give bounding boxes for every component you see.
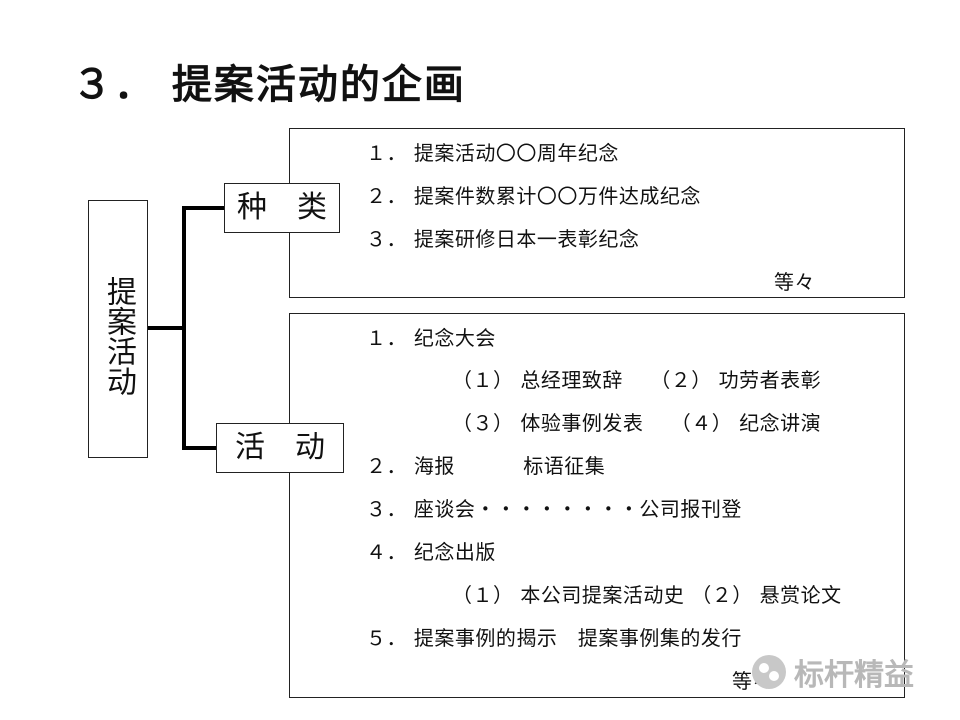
root-node-label: 提案活动	[101, 276, 136, 396]
connector-activities-branch	[182, 446, 218, 450]
activities-item: ２． 海报 标语征集	[366, 454, 606, 478]
types-item: ２． 提案件数累计〇〇万件达成纪念	[366, 184, 701, 208]
types-label-box: 种 类	[224, 183, 340, 233]
activities-content-box	[289, 313, 905, 698]
wechat-icon	[752, 655, 786, 689]
watermark-text: 标杆精益	[794, 658, 914, 693]
types-footer: 等々	[774, 270, 815, 294]
activities-label-box: 活 动	[216, 423, 344, 473]
types-item: １． 提案活动〇〇周年纪念	[366, 141, 619, 165]
activities-item: ５． 提案事例的揭示 提案事例集的发行	[366, 626, 742, 650]
activities-subitem: （１） 本公司提案活动史 （２） 悬赏论文	[452, 583, 842, 607]
watermark: 标杆精益	[752, 650, 914, 694]
root-node-box: 提案活动	[88, 200, 148, 458]
connector-root-horizontal	[148, 326, 186, 330]
connector-types-branch	[182, 206, 226, 210]
activities-subitem: （１） 总经理致辞 （２） 功劳者表彰	[452, 368, 822, 392]
types-content-box	[289, 128, 905, 298]
activities-subitem: （３） 体验事例发表 （４） 纪念讲演	[452, 411, 822, 435]
activities-item: １． 纪念大会	[366, 326, 496, 350]
page-title: ３． 提案活动的企画	[72, 62, 466, 108]
connector-vertical	[182, 206, 186, 450]
activities-item: ３． 座谈会・・・・・・・・公司报刊登	[366, 497, 742, 521]
activities-item: ４． 纪念出版	[366, 540, 496, 564]
types-item: ３． 提案研修日本一表彰纪念	[366, 227, 640, 251]
